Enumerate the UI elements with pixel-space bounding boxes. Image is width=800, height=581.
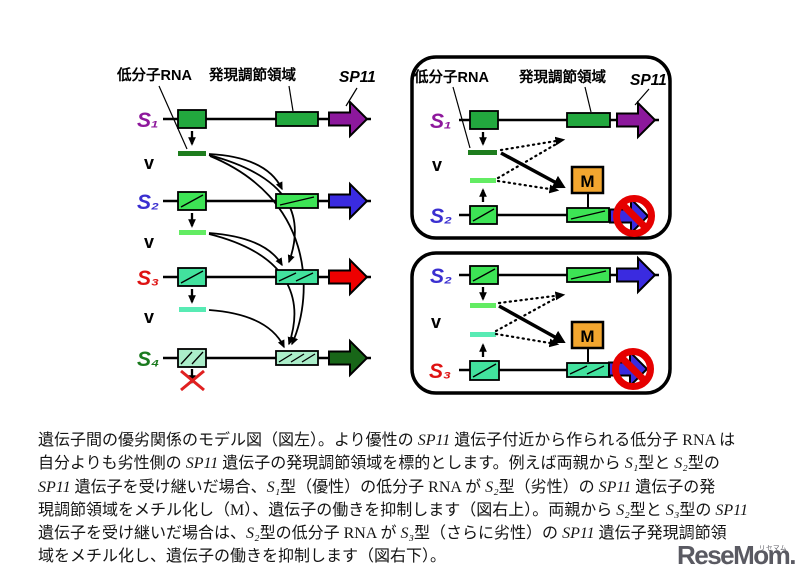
s1-small-rna-bar	[178, 151, 206, 156]
dominance-v: v	[144, 153, 154, 173]
s1-gene-row: S₁	[430, 102, 659, 155]
s3-allele-label: S₃	[429, 360, 451, 383]
s3-regulatory-box	[275, 269, 319, 285]
s4-allele-label: S₄	[137, 348, 159, 371]
s3-allele-label: S₃	[137, 267, 159, 290]
caption-line: 現調節領域をメチル化し（M）、遺伝子の働きを抑制します（図右上）。両親から S₂…	[38, 501, 748, 519]
caption-line: 域をメチル化し、遺伝子の働きを抑制します（図右下）。	[38, 548, 447, 566]
leader-line	[158, 85, 188, 150]
logo-text: ReseMom.	[676, 540, 797, 570]
s3-small-rna-bar	[470, 332, 496, 337]
s1-gene-row: S₁	[137, 101, 371, 156]
s2-allele-label: S₂	[430, 205, 452, 228]
dominance-v: v	[432, 155, 442, 175]
methylation-box: M	[570, 165, 605, 208]
s2-gene-row: S₂	[430, 257, 659, 308]
s2-gene-row: S₂	[137, 183, 371, 235]
s1-small-rna-bar	[468, 150, 497, 155]
s3-gene-row: S₃	[137, 259, 371, 312]
prohibition-sign-icon	[608, 348, 654, 390]
s3-gene-row: S₃	[429, 360, 616, 383]
s1-exon-box	[177, 109, 207, 129]
s4-gene-arrow	[328, 340, 368, 376]
regulatory-region-label: 発現調節領域	[208, 66, 296, 84]
no-rna-cross-icon	[180, 369, 205, 392]
caption-line: 遺伝子間の優劣関係のモデル図（図左）。より優性の SP11 遺伝子付近から作られ…	[38, 432, 736, 449]
targeting-arrows	[208, 153, 305, 349]
caption-line: SP11 遺伝子を受け継いだ場合、S₁型（優性）の低分子 RNA が S₂型（劣…	[38, 478, 716, 496]
s1-regulatory-box	[566, 112, 611, 128]
right-top-panel: 低分子RNA 発現調節領域 SP11 S₁ v M	[410, 55, 672, 240]
s3-gene-arrow	[328, 259, 368, 295]
s1-allele-label: S₁	[430, 110, 451, 133]
leader-line	[288, 85, 294, 112]
methylation-box: M	[570, 320, 605, 362]
s1-exon-box	[469, 110, 499, 130]
s2-small-rna-bar	[470, 178, 496, 183]
s2-gene-row: S₂	[430, 205, 616, 228]
dominance-v: v	[144, 232, 154, 252]
s1-regulatory-box	[275, 111, 319, 127]
methylation-arrows	[496, 136, 566, 194]
methylation-m: M	[580, 172, 594, 191]
dominance-v: v	[144, 307, 154, 327]
left-legend: 低分子RNA 発現調節領域 SP11	[116, 66, 376, 150]
methylation-arrows	[494, 291, 566, 348]
caption: 遺伝子間の優劣関係のモデル図（図左）。より優性の SP11 遺伝子付近から作られ…	[38, 429, 778, 569]
prohibition-sign-icon	[609, 195, 655, 237]
small-rna-label: 低分子RNA	[413, 68, 489, 86]
s4-gene-row: S₄	[137, 340, 371, 392]
s2-gene-arrow	[328, 183, 368, 219]
s2-allele-label: S₂	[430, 265, 452, 288]
small-rna-label: 低分子RNA	[116, 66, 192, 84]
dominance-marks: v v v	[144, 153, 154, 327]
caption-line: 遺伝子を受け継いだ場合は、S₂型の低分子 RNA が S₃型（さらに劣性）の S…	[38, 525, 727, 543]
resemom-logo: リセマム ReseMom.	[676, 540, 797, 570]
s1-gene-arrow	[328, 101, 368, 137]
right-bottom-panel: S₂ v M S₃	[410, 251, 672, 395]
gene-dominance-diagram: 低分子RNA 発現調節領域 SP11 S₁	[116, 55, 672, 395]
s4-exon-box	[177, 348, 207, 368]
s2-small-rna-bar	[179, 230, 206, 235]
caption-line: 自分よりも劣性側の SP11 遺伝子の発現調節領域を標的とします。例えば両親から…	[38, 455, 720, 473]
s2-allele-label: S₂	[137, 191, 159, 214]
s1-allele-label: S₁	[137, 109, 158, 132]
logo-ruby-text: リセマム	[759, 545, 787, 552]
methylation-m: M	[580, 327, 594, 346]
panel-border	[410, 55, 672, 240]
s3-small-rna-bar	[179, 307, 206, 312]
dominance-v: v	[431, 312, 441, 332]
panel-border	[410, 251, 672, 395]
s2-small-rna-bar	[470, 303, 496, 308]
sp11-label: SP11	[630, 72, 667, 89]
regulatory-region-label: 発現調節領域	[518, 68, 606, 86]
s3-regulatory-box	[566, 362, 611, 378]
sp11-label: SP11	[339, 69, 376, 86]
left-figure: 低分子RNA 発現調節領域 SP11 S₁	[116, 66, 376, 392]
leader-line	[345, 87, 358, 107]
